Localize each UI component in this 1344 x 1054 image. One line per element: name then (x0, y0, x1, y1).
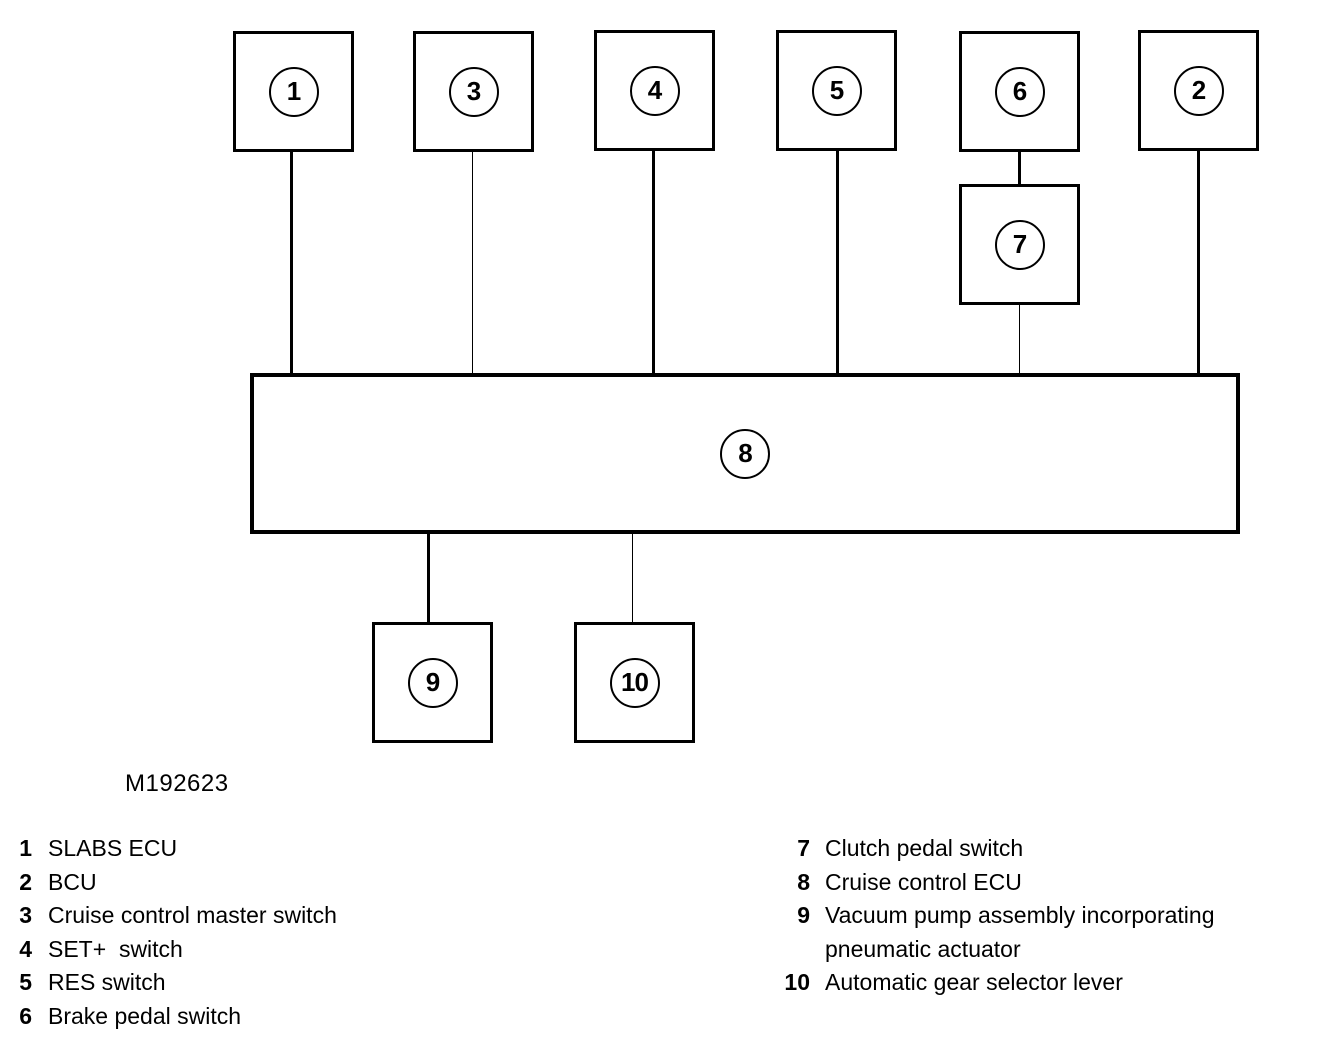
connector-7-to-8 (1019, 304, 1020, 376)
legend-item-number: 6 (19, 1002, 32, 1029)
node-box-2-bcu: 2 (1138, 30, 1259, 151)
node-circle-10: 10 (609, 657, 660, 708)
legend-item-label: Vacuum pump assembly incorporating pneuma… (825, 899, 1214, 966)
figure-reference-code: M192623 (125, 770, 229, 797)
legend-item-2: 2 BCU (12, 866, 337, 900)
node-circle-5: 5 (811, 65, 862, 116)
legend-left-column: 1 SLABS ECU 2 BCU 3 Cruise control maste… (12, 832, 337, 1033)
legend-item-9: 9 Vacuum pump assembly incorporating pneu… (770, 899, 1214, 966)
legend-item-label: Cruise control ECU (825, 868, 1022, 895)
legend-item-number: 1 (19, 835, 32, 861)
legend-item-label: RES switch (48, 969, 166, 995)
legend-item-4: 4 SET+ switch (12, 933, 337, 967)
legend-right-column: 7 Clutch pedal switch 8 Cruise control E… (770, 832, 1214, 1000)
connector-3-to-8 (472, 149, 473, 376)
connector-1-to-8 (290, 150, 293, 376)
legend-item-label: Clutch pedal switch (825, 835, 1024, 861)
legend-item-number: 3 (19, 902, 32, 928)
legend-item-5: 5 RES switch (12, 966, 337, 1000)
node-circle-8: 8 (720, 428, 770, 479)
legend-item-label: Automatic gear selector lever (825, 969, 1123, 995)
node-number-5: 5 (829, 75, 845, 105)
node-number-3: 3 (466, 76, 482, 106)
node-number-2: 2 (1191, 75, 1207, 105)
node-box-10-gear-selector: 10 (574, 622, 695, 743)
node-box-1-slabs-ecu: 1 (233, 31, 354, 152)
node-number-8: 8 (738, 438, 753, 468)
node-box-3-cruise-master-switch: 3 (413, 31, 534, 152)
legend-item-number: 7 (797, 835, 810, 861)
node-circle-7: 7 (994, 219, 1045, 270)
node-box-8-cruise-control-ecu: 8 (250, 373, 1240, 534)
node-circle-4: 4 (629, 65, 680, 116)
legend-item-label: SLABS ECU (48, 835, 178, 861)
legend-item-6: 6 Brake pedal switch (12, 1000, 337, 1034)
node-number-6: 6 (1012, 76, 1028, 106)
legend-item-number: 5 (19, 969, 32, 995)
legend-item-label: BCU (48, 868, 97, 895)
connector-5-to-8 (836, 149, 839, 376)
legend-item-label: Brake pedal switch (48, 1002, 242, 1029)
node-box-5-res-switch: 5 (776, 30, 897, 151)
legend-item-number: 2 (19, 868, 32, 895)
node-number-4: 4 (647, 75, 663, 105)
legend-item-label-line2: pneumatic actuator (825, 935, 1021, 962)
node-number-9: 9 (425, 667, 441, 697)
legend-item-7: 7 Clutch pedal switch (770, 832, 1214, 866)
node-circle-1: 1 (268, 66, 319, 117)
connector-6-to-7 (1018, 150, 1021, 187)
node-number-1: 1 (286, 76, 302, 106)
connector-8-to-9 (427, 531, 430, 624)
legend-item-number: 10 (784, 969, 810, 995)
legend-item-number: 4 (19, 935, 32, 962)
node-circle-3: 3 (448, 66, 499, 117)
legend-item-number: 8 (797, 868, 810, 895)
node-box-7-clutch-pedal-switch: 7 (959, 184, 1080, 305)
node-box-6-brake-pedal-switch: 6 (959, 31, 1080, 152)
connector-2-to-8 (1197, 149, 1200, 376)
node-circle-2: 2 (1173, 65, 1224, 116)
legend-item-number: 9 (797, 902, 810, 928)
legend-item-label: Cruise control master switch (48, 902, 337, 928)
legend-item-label: SET+ switch (48, 935, 183, 962)
legend-item-1: 1 SLABS ECU (12, 832, 337, 866)
node-box-9-vacuum-pump: 9 (372, 622, 493, 743)
node-circle-6: 6 (994, 66, 1045, 117)
legend-item-3: 3 Cruise control master switch (12, 899, 337, 933)
legend-item-label-line1: Vacuum pump assembly incorporating (825, 902, 1215, 928)
connector-4-to-8 (652, 149, 655, 376)
legend-item-8: 8 Cruise control ECU (770, 866, 1214, 900)
node-number-7: 7 (1012, 229, 1028, 259)
legend-item-10: 10 Automatic gear selector lever (770, 966, 1214, 1000)
node-circle-9: 9 (407, 657, 458, 708)
connector-8-to-10 (632, 531, 633, 624)
node-number-10: 10 (621, 667, 649, 697)
node-box-4-set-switch: 4 (594, 30, 715, 151)
